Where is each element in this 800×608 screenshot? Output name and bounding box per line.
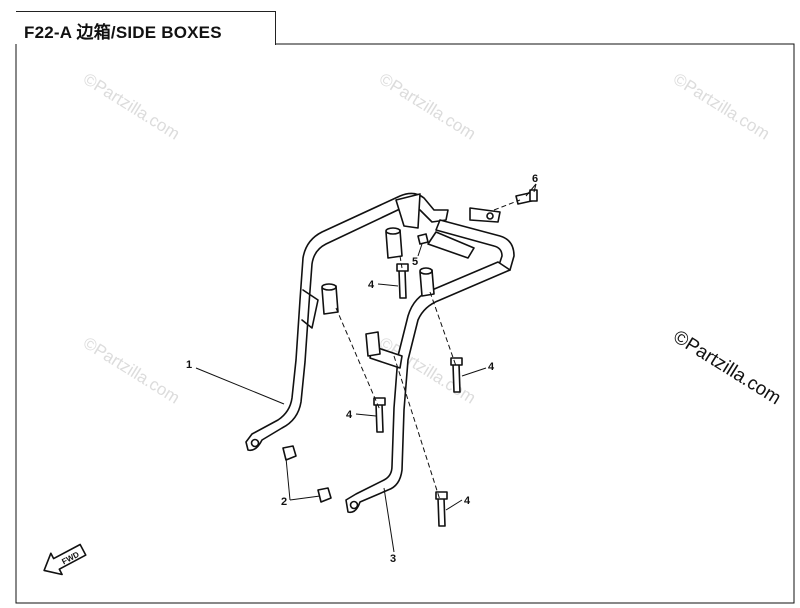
page-title: F22-A 边箱/SIDE BOXES bbox=[24, 23, 222, 42]
mount-hole-icon bbox=[486, 212, 494, 220]
watermark: ©Partzilla.com bbox=[376, 333, 479, 407]
watermark: ©Partzilla.com bbox=[80, 69, 183, 143]
watermark: ©Partzilla.com bbox=[80, 333, 183, 407]
fasteners bbox=[282, 189, 538, 503]
spacer-sleeves bbox=[321, 227, 435, 315]
assembly-lines bbox=[335, 199, 521, 501]
leader-lines bbox=[195, 183, 537, 553]
callout-6: 6 bbox=[532, 173, 538, 185]
watermark-large: ©Partzilla.com bbox=[669, 326, 784, 409]
diagram-frame bbox=[15, 43, 795, 604]
callout-4: 4 bbox=[368, 279, 375, 291]
callout-4: 4 bbox=[464, 495, 471, 507]
watermark: ©Partzilla.com bbox=[376, 69, 479, 143]
cross-member bbox=[395, 193, 515, 271]
fwd-arrow-icon: FWD bbox=[43, 543, 87, 576]
callout-2: 2 bbox=[281, 496, 287, 508]
callout-5: 5 bbox=[412, 256, 418, 268]
part-3-right-bracket bbox=[345, 261, 511, 514]
callout-1: 1 bbox=[186, 359, 192, 371]
watermark: ©Partzilla.com bbox=[670, 69, 773, 143]
bolts-part-4 bbox=[373, 263, 463, 527]
callout-labels: 1 2 3 4 4 4 4 5 6 bbox=[186, 173, 538, 565]
callout-4: 4 bbox=[488, 361, 495, 373]
callout-4: 4 bbox=[346, 409, 353, 421]
callout-3: 3 bbox=[390, 553, 396, 565]
mount-hole-icon bbox=[349, 500, 359, 510]
mount-hole-icon bbox=[250, 438, 260, 448]
title-box bbox=[16, 11, 276, 45]
